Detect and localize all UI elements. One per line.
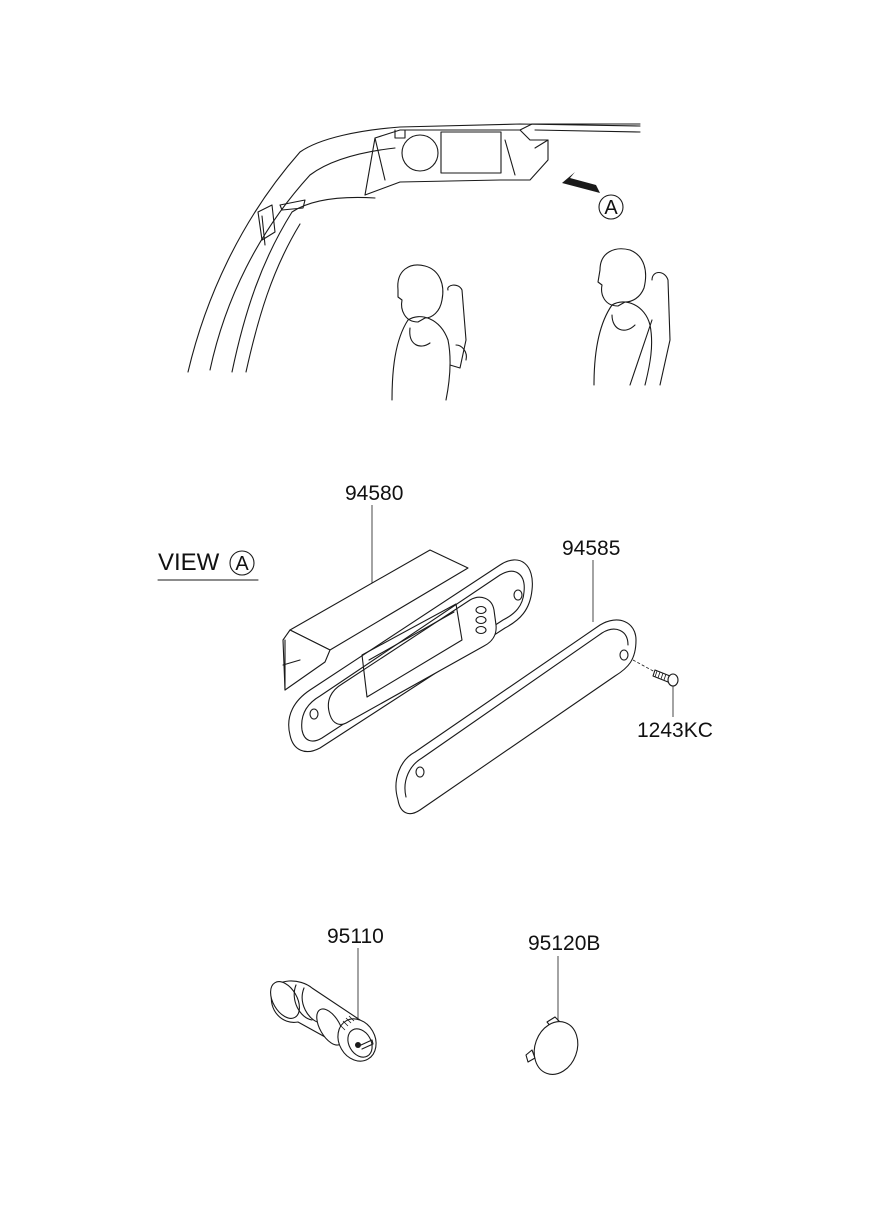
front-occupant bbox=[391, 264, 467, 401]
part-label-95120B: 95120B bbox=[528, 932, 600, 955]
console-module-94580: 94580 bbox=[282, 482, 533, 753]
part-label-94580: 94580 bbox=[345, 482, 403, 505]
part-label-94585: 94585 bbox=[562, 537, 620, 560]
screw-hole-icon bbox=[309, 708, 319, 720]
vehicle-interior-view: A bbox=[187, 123, 671, 401]
screw-hole-icon bbox=[619, 649, 629, 661]
console-button-icon bbox=[475, 605, 487, 615]
callout-letter: A bbox=[604, 197, 618, 219]
screw-hole-icon bbox=[415, 766, 425, 778]
part-label-1243KC: 1243KC bbox=[637, 719, 713, 742]
outlet-cap-95120B: 95120B bbox=[525, 932, 600, 1075]
console-lens-94585: 94585 bbox=[395, 537, 637, 815]
part-label-95110: 95110 bbox=[327, 925, 384, 948]
console-button-icon bbox=[475, 615, 487, 625]
rear-occupant bbox=[593, 248, 671, 386]
view-arrow-icon bbox=[562, 172, 600, 193]
screw-hole-icon bbox=[513, 589, 523, 601]
console-button-icon bbox=[475, 625, 487, 635]
power-outlet-95110: 95110 bbox=[270, 925, 384, 1062]
callout-circle-a: A bbox=[598, 194, 624, 220]
view-label-letter: A bbox=[235, 553, 249, 575]
view-a-heading: VIEW A bbox=[157, 549, 259, 581]
view-label-text: VIEW bbox=[158, 549, 220, 576]
screw-1243KC: 1243KC bbox=[632, 659, 713, 742]
